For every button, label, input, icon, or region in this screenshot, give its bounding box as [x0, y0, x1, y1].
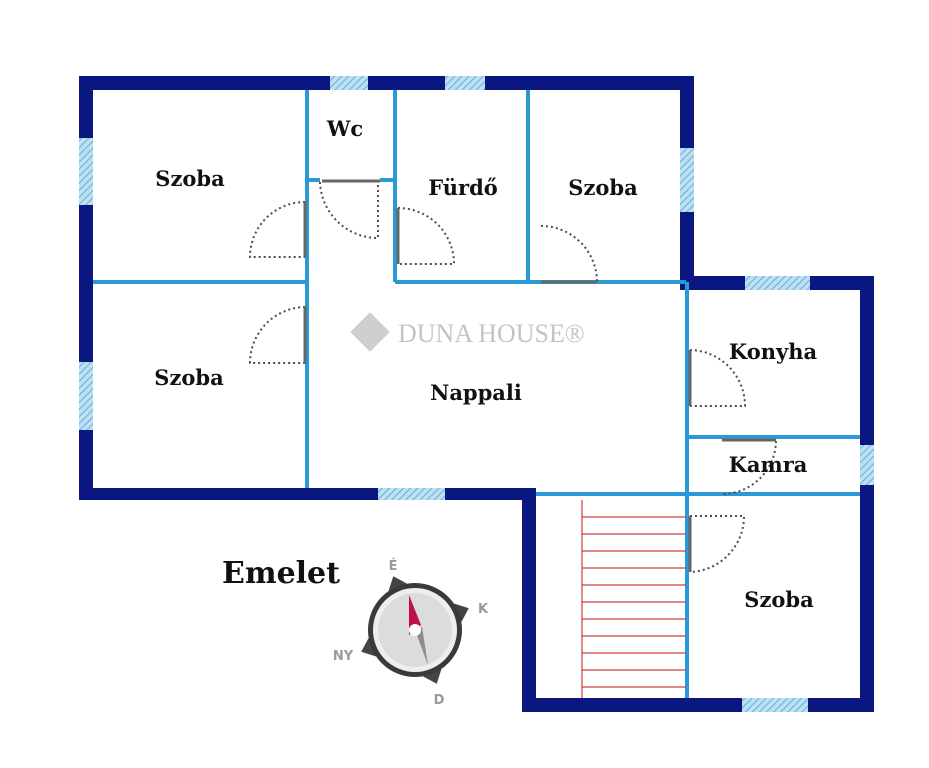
room-label-szoba: Szoba	[155, 166, 225, 191]
doors	[248, 179, 778, 573]
compass-icon: É K D NY	[333, 558, 489, 708]
room-label-szoba: Szoba	[154, 365, 224, 390]
room-label-nappali: Nappali	[430, 380, 522, 405]
svg-text:DUNA HOUSE®: DUNA HOUSE®	[398, 319, 585, 348]
compass-east: K	[478, 602, 489, 617]
room-label-kamra: Kamra	[729, 452, 808, 477]
windows	[79, 76, 874, 712]
room-label-szoba: Szoba	[744, 587, 814, 612]
room-label-wc: Wc	[326, 116, 363, 141]
watermark: DUNA HOUSE®	[350, 312, 585, 352]
room-label-konyha: Konyha	[729, 339, 818, 364]
floor-label: Emelet	[222, 556, 340, 591]
stairs	[581, 500, 686, 698]
compass-south: D	[434, 693, 445, 708]
compass-west: NY	[333, 649, 354, 664]
room-label-szoba: Szoba	[568, 175, 638, 200]
inner-walls	[93, 90, 860, 698]
room-label-furdo: Fürdő	[428, 175, 498, 200]
compass-north: É	[389, 558, 398, 574]
